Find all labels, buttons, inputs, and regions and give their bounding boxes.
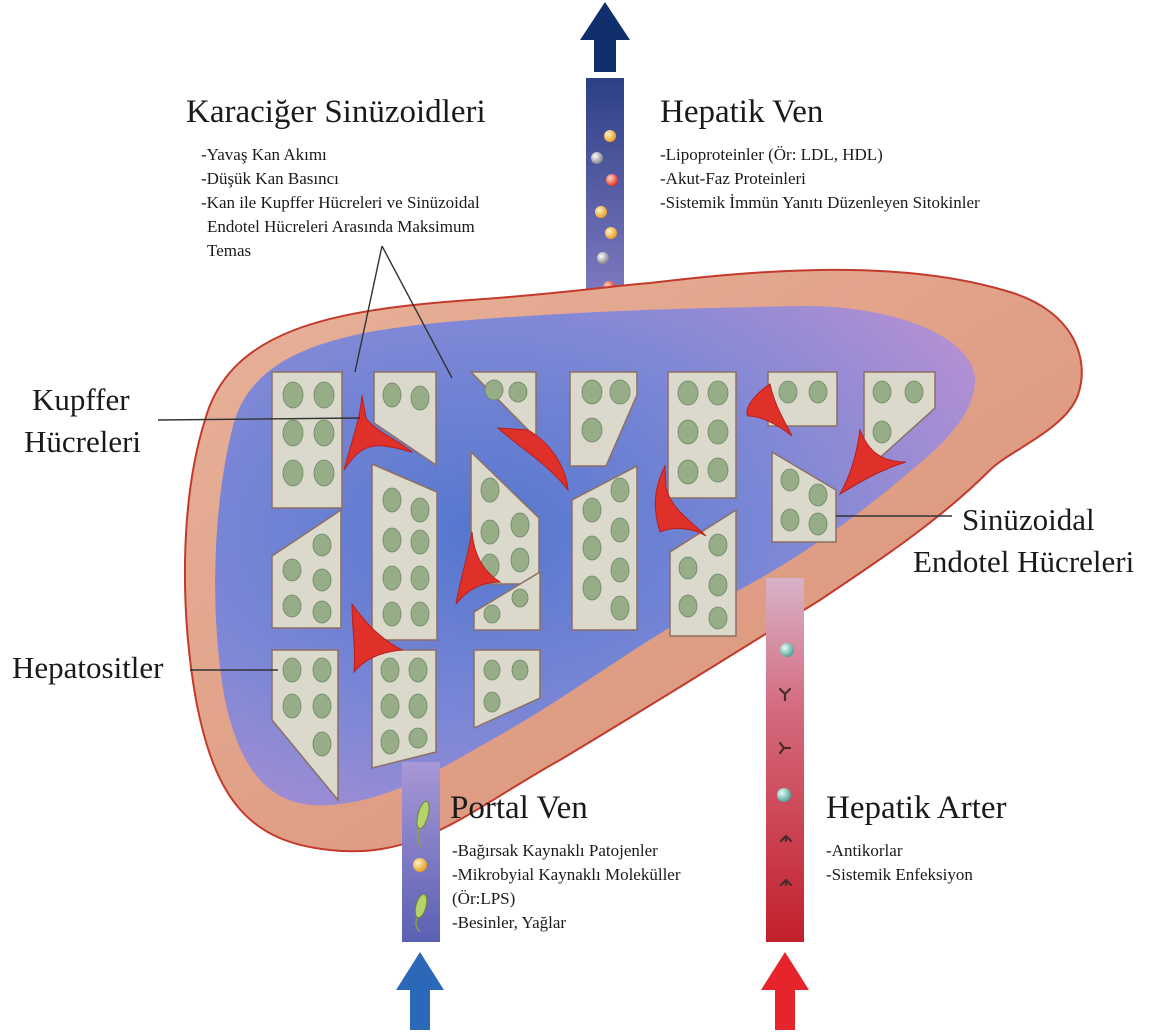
hepatic-artery-arrow-icon	[761, 952, 809, 1030]
portal-vein-arrow-icon	[396, 952, 444, 1030]
hepatic-artery-item: -Antikorlar	[826, 841, 903, 860]
portal-vein-item: -Mikrobyial Kaynaklı Moleküller	[452, 865, 681, 884]
hepatic-vein-item: -Sistemik İmmün Yanıtı Düzenleyen Sitoki…	[660, 193, 980, 212]
hepatic-artery-title: Hepatik Arter	[826, 790, 1007, 826]
portal-vein-item: -Bağırsak Kaynaklı Patojenler	[452, 841, 658, 860]
sinusoids-title: Karaciğer Sinüzoidleri	[186, 94, 486, 130]
sinusoids-item: -Düşük Kan Basıncı	[201, 169, 339, 188]
hepatic-vein-item: -Lipoproteinler (Ör: LDL, HDL)	[660, 145, 883, 164]
sinusoids-item: Temas	[207, 241, 251, 260]
portal-vein-title: Portal Ven	[450, 790, 588, 826]
portal-vein-item: (Ör:LPS)	[452, 889, 515, 908]
kupffer-label-line2: Hücreleri	[24, 424, 141, 459]
hepatic-artery	[761, 578, 809, 1030]
endothelial-label-line1: Sinüzoidal	[962, 502, 1095, 537]
sinusoids-item: Endotel Hücreleri Arasında Maksimum	[207, 217, 475, 236]
kupffer-label-line1: Kupffer	[32, 382, 130, 417]
portal-vein	[396, 762, 444, 1030]
hepatic-vein-arrow-icon	[580, 2, 630, 72]
molecule-sphere-icon	[780, 643, 794, 657]
sinusoids-item: -Yavaş Kan Akımı	[201, 145, 327, 164]
hepatic-vein-title: Hepatik Ven	[660, 94, 823, 130]
hepatic-vein-item: -Akut-Faz Proteinleri	[660, 169, 806, 188]
sinusoids-item: -Kan ile Kupffer Hücreleri ve Sinüzoidal	[201, 193, 480, 212]
hepatic-artery-tube	[766, 578, 804, 942]
portal-vein-item: -Besinler, Yağlar	[452, 913, 566, 932]
molecule-sphere-icon	[413, 858, 427, 872]
endothelial-label-line2: Endotel Hücreleri	[913, 544, 1135, 579]
molecule-sphere-icon	[777, 788, 791, 802]
hepatic-artery-item: -Sistemik Enfeksiyon	[826, 865, 973, 884]
hepatocytes-label: Hepatositler	[12, 650, 164, 685]
